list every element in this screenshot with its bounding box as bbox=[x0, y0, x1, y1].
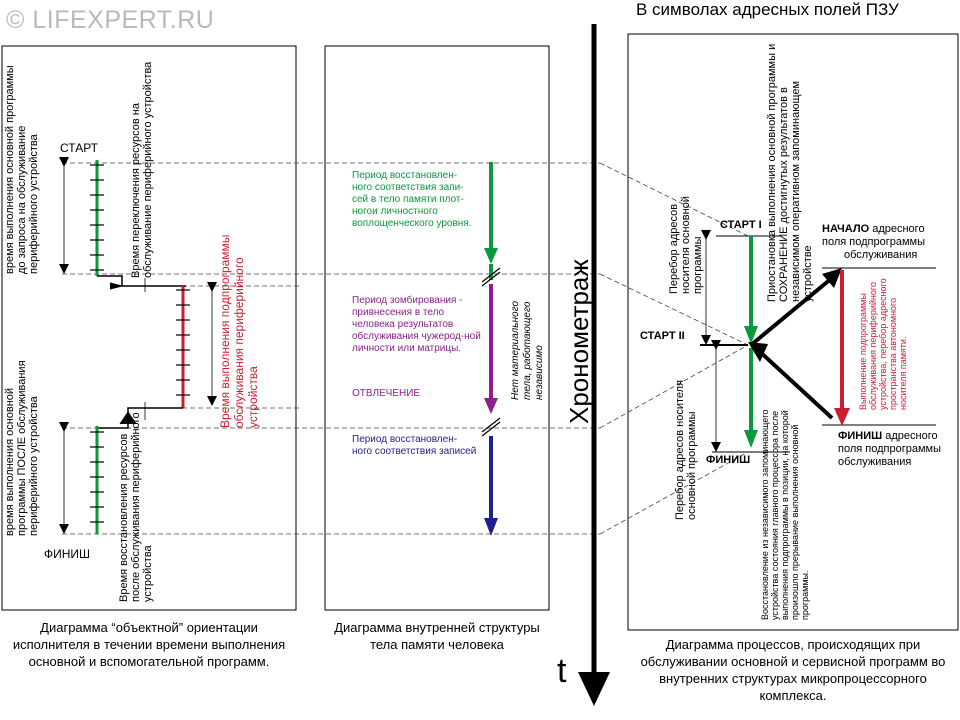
timeline-label: Хронометраж bbox=[564, 259, 594, 424]
finish2-line3: обслуживания bbox=[838, 456, 912, 468]
enum-addresses-1: Перебор адресов носителя основной програ… bbox=[668, 196, 704, 294]
timeline-t: t bbox=[557, 652, 567, 690]
begin-line2: поля подпрограммы bbox=[822, 236, 925, 248]
finish2-rest: адресного bbox=[885, 430, 938, 442]
begin-bold: НАЧАЛО bbox=[822, 223, 870, 235]
text-subprogram: Время выполнения подпрограммы обслуживан… bbox=[218, 234, 260, 428]
middle-caption: Диаграмма внутренней структуры тела памя… bbox=[334, 620, 540, 652]
begin-address-field: НАЧАЛО адресного поля подпрограммы обслу… bbox=[822, 223, 925, 262]
green-ladder-bottom bbox=[90, 426, 104, 534]
left-caption: Диаграмма “объектной” ориентации исполни… bbox=[12, 620, 286, 669]
red-ladder bbox=[176, 286, 190, 408]
finish-label: ФИНИШ bbox=[44, 547, 91, 561]
text-after-service: время выполнения основной программы ПОСЛ… bbox=[4, 360, 40, 536]
period3-text: Период восстановлен-ного соответствия за… bbox=[352, 434, 477, 457]
period1-text: Период восстановлен-ного соответствия за… bbox=[352, 170, 472, 229]
finish2-bold: ФИНИШ bbox=[838, 430, 883, 442]
watermark: © LIFEXPERT.RU bbox=[6, 6, 215, 34]
start2-label: СТАРТ II bbox=[640, 330, 685, 342]
page-header: В символах адресных полей ПЗУ bbox=[636, 0, 899, 19]
start-label: СТАРТ bbox=[60, 141, 98, 155]
period2-text: Период зомбирования - привнесения в тело… bbox=[352, 295, 481, 354]
start1-label: СТАРТ I bbox=[720, 219, 762, 231]
text-switch-resources: Время переключения ресурсов на обслужива… bbox=[130, 61, 154, 278]
begin-rest: адресного bbox=[872, 223, 925, 235]
begin-line3: обслуживания bbox=[844, 249, 918, 261]
enum-addresses-2: Перебор адресов носителя основной програ… bbox=[674, 379, 698, 520]
right-caption: Диаграмма процессов, происходящих при об… bbox=[640, 637, 946, 703]
no-body-note: Нет материального тела, работающего неза… bbox=[510, 300, 545, 400]
right-diagram bbox=[700, 230, 936, 453]
middle-panel-frame bbox=[324, 45, 550, 611]
distraction-text: ОТВЛЕЧЕНИЕ bbox=[352, 388, 421, 399]
switch-step bbox=[97, 275, 186, 287]
timeline-arrowhead bbox=[578, 672, 610, 706]
green-ladder-top bbox=[90, 160, 104, 276]
finish2-line2: поля подпрограммы bbox=[838, 443, 941, 455]
middle-arrows bbox=[481, 162, 501, 536]
text-before-request: время выполнения основной программы до з… bbox=[4, 65, 40, 274]
right-panel-frame bbox=[627, 33, 959, 631]
subprogram-exec-text: Выполнение подпрограммы обслуживания пер… bbox=[858, 278, 908, 410]
pause-save-text: Приостановка выполнения основной програм… bbox=[766, 43, 814, 302]
restore-state-text: Восстановление из независимого запоминаю… bbox=[760, 409, 810, 620]
left-panel-frame bbox=[1, 45, 297, 611]
finish-right-label: ФИНИШ bbox=[706, 454, 751, 466]
text-restore-resources: Время восстановления ресурсов после обсл… bbox=[118, 412, 154, 602]
finish-address-field: ФИНИШ адресного поля подпрограммы обслуж… bbox=[838, 430, 941, 469]
